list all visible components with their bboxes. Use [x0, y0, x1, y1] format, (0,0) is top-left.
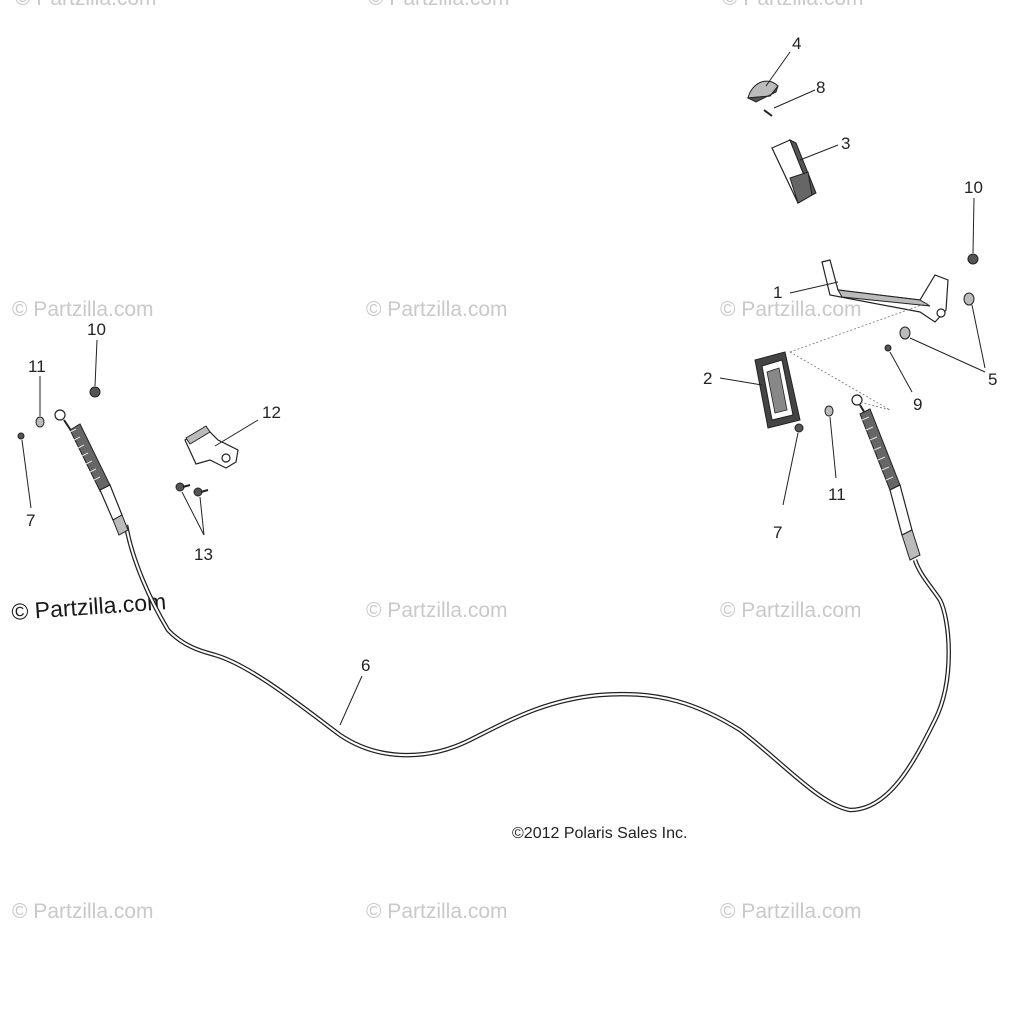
clip-right [884, 344, 892, 352]
watermark: © Partzilla.com [722, 0, 864, 10]
callout-6: 6 [361, 656, 370, 675]
washer-right-lower [899, 326, 911, 340]
brake-lever [821, 259, 949, 323]
watermark-main: © Partzilla.com [11, 588, 167, 625]
washer-right [824, 405, 834, 417]
cable-end-right [851, 394, 921, 561]
copyright-notice: ©2012 Polaris Sales Inc. [512, 825, 687, 842]
cable-end-left [54, 409, 129, 536]
handle-grip [771, 138, 817, 204]
callout-4: 4 [792, 34, 801, 53]
mounting-bracket [184, 425, 239, 469]
watermark: © Partzilla.com [366, 599, 508, 622]
watermark: © Partzilla.com [720, 298, 862, 321]
callout-7-left: 7 [26, 511, 35, 530]
callout-13: 13 [194, 545, 213, 564]
callout-10-left: 10 [87, 320, 106, 339]
watermark-layer: © Partzilla.com © Partzilla.com © Partzi… [12, 0, 864, 923]
watermark: © Partzilla.com [366, 298, 508, 321]
callout-5: 5 [988, 370, 997, 389]
callout-11-left: 11 [28, 357, 46, 376]
brake-cable [123, 524, 951, 813]
watermark: © Partzilla.com [12, 298, 154, 321]
callout-2: 2 [703, 369, 712, 388]
callout-11-right: 11 [828, 485, 846, 504]
watermark: © Partzilla.com [720, 900, 862, 923]
pin [763, 109, 773, 117]
callout-9: 9 [913, 395, 922, 414]
watermark: © Partzilla.com [368, 0, 510, 10]
nut-right [967, 253, 979, 265]
callout-1: 1 [773, 283, 782, 302]
pedal-pad [754, 351, 801, 429]
bolt-pair [175, 482, 209, 497]
callout-labels: 4 8 3 10 1 2 5 9 11 7 10 11 7 12 13 6 [26, 34, 997, 675]
leader-lines [21, 51, 986, 726]
callout-8: 8 [816, 78, 825, 97]
watermark: © Partzilla.com [15, 0, 157, 10]
assembly-guide [789, 301, 931, 411]
clip-right-lower [794, 423, 804, 433]
watermark: © Partzilla.com [12, 900, 154, 923]
callout-3: 3 [841, 134, 850, 153]
callout-12: 12 [262, 403, 281, 422]
nut-left [89, 386, 101, 398]
washer-left [35, 416, 45, 428]
callout-7-right: 7 [773, 523, 782, 542]
washer-right-upper [963, 292, 975, 306]
knob-cap [746, 80, 779, 103]
watermark: © Partzilla.com [366, 900, 508, 923]
watermark: © Partzilla.com [720, 599, 862, 622]
clip-left [17, 432, 25, 440]
callout-10-right: 10 [964, 178, 983, 197]
